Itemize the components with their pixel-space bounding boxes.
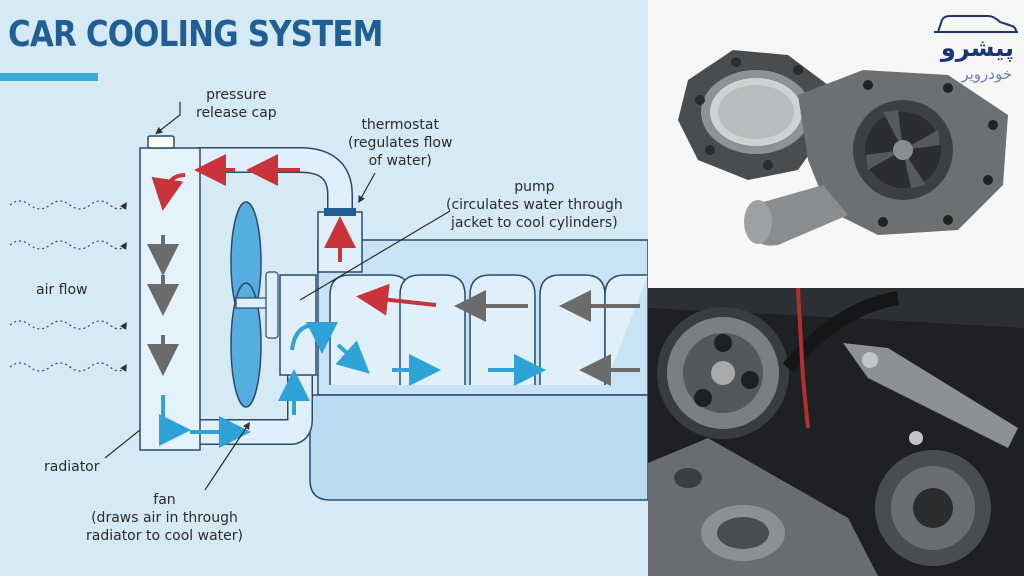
brand-logo: پیشرو خودرویر <box>928 8 1024 88</box>
hot-flow-arrows <box>151 154 437 316</box>
water-pump-illustration <box>678 50 1008 246</box>
water-pump-photo <box>648 0 1024 288</box>
air-flow-label: air flow <box>36 282 88 298</box>
diagram-drawing <box>9 102 648 501</box>
leader-lines <box>104 102 451 491</box>
car-outline-icon <box>934 15 1018 33</box>
pump-label: pump (circulates water through jacket to… <box>446 179 623 231</box>
diagram-title: CAR COOLING SYSTEM <box>8 14 383 55</box>
fan-label: fan (draws air in through radiator to co… <box>86 492 243 544</box>
cool-flow-arrows <box>158 321 546 448</box>
neutral-flow-arrows <box>147 235 640 386</box>
pressure-cap <box>147 135 175 149</box>
radiator-label: radiator <box>44 459 100 475</box>
cooling-system-diagram: CAR COOLING SYSTEM pressure release cap … <box>0 0 648 576</box>
radiator-body <box>139 147 201 451</box>
logo-tagline: خودرویر <box>961 65 1012 83</box>
engine-bay-photo <box>648 288 1024 576</box>
pressure-cap-label: pressure release cap <box>196 87 277 121</box>
title-underline <box>0 73 98 81</box>
fan-drawing <box>230 201 279 408</box>
logo-name: پیشرو <box>940 34 1014 62</box>
engine-bay-illustration <box>648 288 1024 576</box>
thermostat-label: thermostat (regulates flow of water) <box>348 117 453 169</box>
air-flow-lines <box>9 200 127 372</box>
